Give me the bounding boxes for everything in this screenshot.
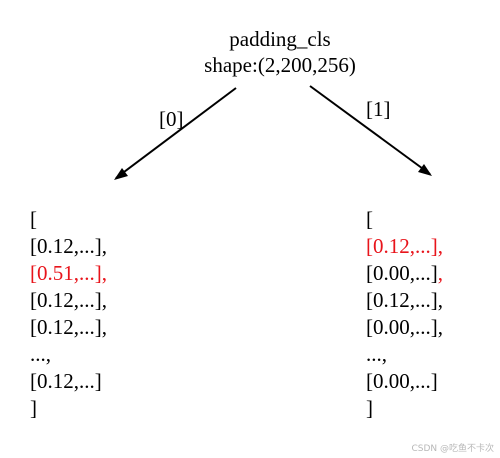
left-list-row: [ [30, 206, 107, 233]
right-list-value: [0.12,...], [366, 288, 443, 312]
left-list-value: [ [30, 207, 37, 231]
right-list-value: [0.00,...] [366, 369, 438, 393]
right-list-highlighted-value: [0.12,...], [366, 234, 443, 258]
edge-label-0: [0] [159, 107, 184, 131]
left-list-row: [0.12,...], [30, 314, 107, 341]
left-list-highlighted-value: [0.51,...], [30, 261, 107, 285]
left-list-value: ] [30, 396, 37, 420]
root-node-shape: shape:(2,200,256) [204, 53, 356, 77]
right-list-value: [0.00,...] [366, 261, 438, 285]
arrow-left-head [114, 168, 128, 180]
right-list-value: [0.00,...], [366, 315, 443, 339]
right-list-row: [0.00,...] [366, 368, 443, 395]
edge-label-1: [1] [366, 97, 391, 121]
right-list-row: [ [366, 206, 443, 233]
right-list-row: [0.12,...], [366, 233, 443, 260]
watermark: CSDN @吃鱼不卡次 [411, 444, 494, 454]
right-list-value: [ [366, 207, 373, 231]
right-list-value: ] [366, 396, 373, 420]
right-list-highlighted-value: , [437, 261, 443, 285]
left-list-row: [0.51,...], [30, 260, 107, 287]
right-list-row: ] [366, 395, 443, 422]
left-tensor-list: [ [0.12,...], [0.51,...], [0.12,...], [0.12,… [30, 206, 107, 422]
left-list-value: [0.12,...], [30, 234, 107, 258]
left-list-row: [0.12,...] [30, 368, 107, 395]
arrow-left-index-0 [115, 87, 237, 179]
right-tensor-list: [[0.12,...],[0.00,...],[0.12,...],[0.00,… [366, 206, 443, 422]
left-list-value: [0.12,...], [30, 288, 107, 312]
left-list-row: [0.12,...], [30, 233, 107, 260]
root-node-name: padding_cls [229, 27, 331, 51]
right-list-value: ..., [366, 342, 387, 366]
arrow-right-head [418, 164, 432, 176]
left-list-value: [0.12,...] [30, 369, 102, 393]
left-list-row: ..., [30, 341, 107, 368]
right-list-row: [0.12,...], [366, 287, 443, 314]
right-list-row: ..., [366, 341, 443, 368]
right-list-row: [0.00,...], [366, 314, 443, 341]
right-list-row: [0.00,...], [366, 260, 443, 287]
left-list-row: [0.12,...], [30, 287, 107, 314]
arrow-right-index-1 [309, 85, 431, 175]
left-list-value: [0.12,...], [30, 315, 107, 339]
left-list-row: ] [30, 395, 107, 422]
left-list-value: ..., [30, 342, 51, 366]
